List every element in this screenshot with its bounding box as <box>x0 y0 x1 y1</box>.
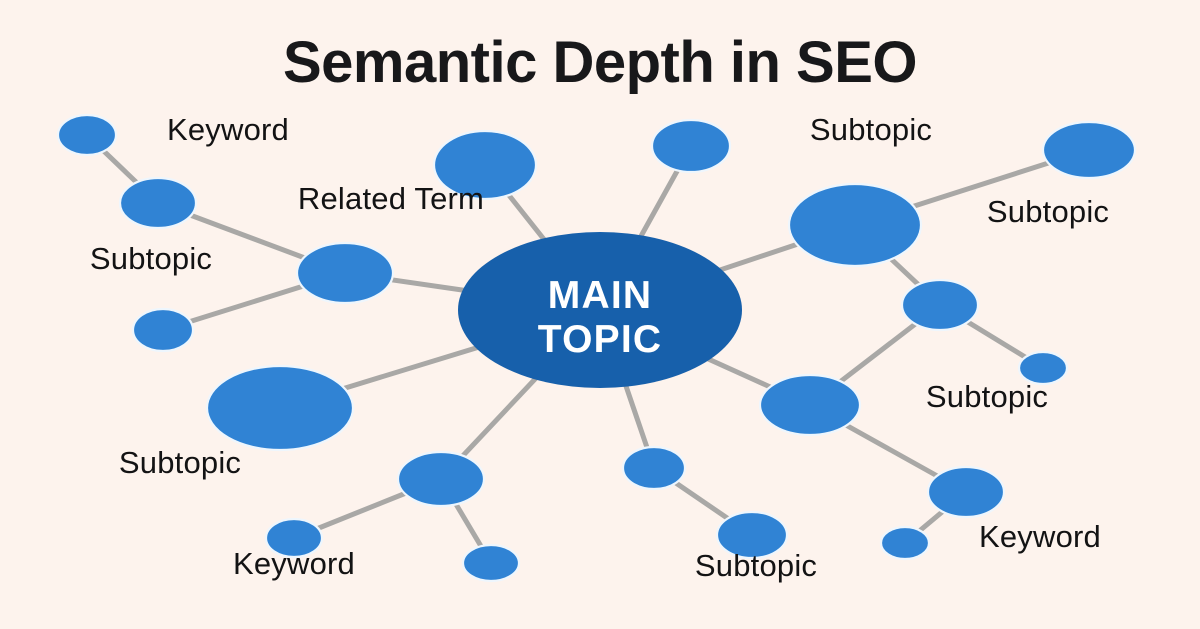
node-keyword-bottomright[interactable] <box>926 465 1006 519</box>
node-keyword-topleft[interactable] <box>56 113 118 157</box>
label-keyword-bottomleft: Keyword <box>233 546 355 581</box>
node-keyword-bottomleft[interactable] <box>264 517 324 559</box>
label-subtopic-left: Subtopic <box>90 241 212 276</box>
node-hub-bottomcenter[interactable] <box>621 445 687 491</box>
node-leaf-bottomcenter[interactable] <box>461 543 521 583</box>
node-subtopic-bottom[interactable] <box>715 510 789 560</box>
node-subtopic-left[interactable] <box>131 307 195 353</box>
node-hub-lowright[interactable] <box>758 373 862 437</box>
label-subtopic-midright: Subtopic <box>926 379 1048 414</box>
label-related-term: Related Term <box>298 181 484 216</box>
node-subtopic-lowleft[interactable] <box>205 364 355 452</box>
label-keyword-bottomright: Keyword <box>979 519 1101 554</box>
label-subtopic-right: Subtopic <box>987 194 1109 229</box>
label-subtopic-lowleft: Subtopic <box>119 445 241 480</box>
node-subtopic-top[interactable] <box>650 118 732 174</box>
center-node[interactable]: MAIN TOPIC <box>458 232 742 388</box>
node-hub-bottomleft[interactable] <box>396 450 486 508</box>
node-leaf-midright[interactable] <box>1017 350 1069 386</box>
node-hub-right[interactable] <box>787 182 923 268</box>
nodes-group <box>56 113 1137 583</box>
node-hub-upperleft[interactable] <box>118 176 198 230</box>
center-node-label-line2: TOPIC <box>538 318 662 361</box>
label-subtopic-bottom: Subtopic <box>695 548 817 583</box>
node-related-term[interactable] <box>432 129 538 201</box>
node-subtopic-right[interactable] <box>1041 120 1137 180</box>
label-keyword-topleft: Keyword <box>167 112 289 147</box>
node-hub-midright[interactable] <box>900 278 980 332</box>
center-node-ellipse[interactable] <box>458 232 742 388</box>
node-leaf-bottomright[interactable] <box>879 525 931 561</box>
page-title: Semantic Depth in SEO <box>283 30 917 95</box>
label-subtopic-top: Subtopic <box>810 112 932 147</box>
center-node-label-line1: MAIN <box>548 274 652 317</box>
node-hub-left[interactable] <box>295 241 395 305</box>
